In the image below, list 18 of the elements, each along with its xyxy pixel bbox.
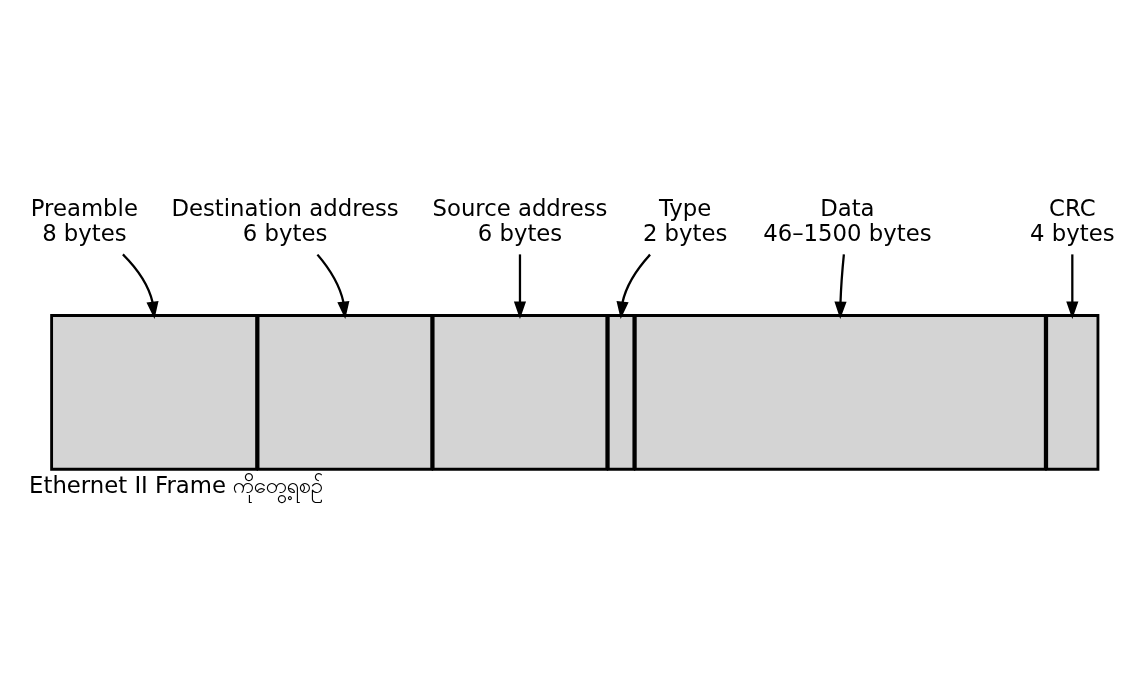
- node-text: Data 46–1500 bytes: [763, 194, 932, 246]
- node-text: CRC 4 bytes: [1030, 194, 1115, 246]
- arrow: [616, 253, 651, 319]
- arrow: [316, 253, 350, 319]
- node-text: Type 2 bytes: [642, 194, 728, 246]
- arrow: [834, 253, 847, 319]
- node-box: [1045, 313, 1100, 471]
- node-box: [606, 313, 636, 471]
- arrow: [122, 253, 159, 319]
- node-text: Destination address 6 bytes: [171, 194, 399, 246]
- node-box: [633, 313, 1047, 471]
- node-box: [256, 313, 434, 471]
- node-text: Preamble 8 bytes: [30, 194, 138, 246]
- node-text: Source address 6 bytes: [432, 194, 608, 246]
- arrow: [1066, 253, 1079, 319]
- arrow: [513, 253, 527, 319]
- node-box: [50, 313, 259, 471]
- node-box: [431, 313, 609, 471]
